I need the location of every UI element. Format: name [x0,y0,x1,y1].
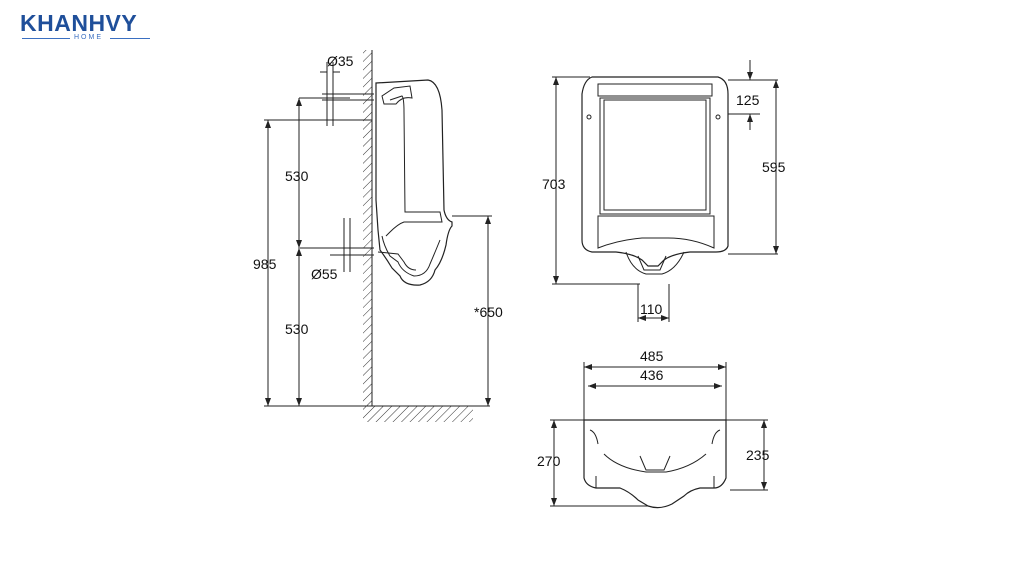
label-pipe-top: Ø35 [327,53,354,69]
front-view [552,60,778,322]
urinal-front-outline [581,76,729,267]
label-125: 125 [736,92,760,108]
label-985: 985 [253,256,277,272]
urinal-front-rim [597,83,713,97]
label-530-lower: 530 [285,321,309,337]
side-view [264,50,492,422]
label-595: 595 [762,159,786,175]
label-485: 485 [640,348,664,364]
urinal-front-outlet [637,255,667,271]
urinal-top-corner-left [589,429,599,445]
urinal-side-top-rim [381,85,413,105]
logo-line-left [22,38,70,39]
floor-hatch [363,406,473,422]
urinal-top-corner-right [711,429,721,445]
label-pipe-bottom: Ø55 [311,266,338,282]
urinal-top-bowl [603,453,707,473]
label-270: 270 [537,453,561,469]
top-arrows [551,364,767,506]
wall-hatch [363,50,372,406]
urinal-front-panel [599,97,711,215]
urinal-front-panel-inner [603,99,707,211]
label-235: 235 [746,447,770,463]
label-650: *650 [474,304,503,320]
urinal-side-inner [385,95,443,237]
brand-sub: HOME [74,34,103,41]
urinal-front-trap [625,251,685,275]
logo-line-right [110,38,150,39]
urinal-side-trap [381,235,441,277]
urinal-side-outline [375,79,453,286]
brand-logo: KHANHVY HOME [20,10,160,44]
mount-hole-right [715,114,721,120]
brand-name: KHANHVY [20,10,138,36]
side-arrows [265,98,491,406]
front-arrows [553,72,779,321]
top-view [550,362,768,509]
label-436: 436 [640,367,664,383]
urinal-top-outline [583,419,727,509]
urinal-top-outlet [639,455,671,471]
urinal-front-basin [597,215,715,249]
mount-hole-left [586,114,592,120]
label-703: 703 [542,176,566,192]
urinal-side-outlet [377,251,417,271]
label-530-upper: 530 [285,168,309,184]
label-110: 110 [640,301,663,317]
urinal-top-feet [595,476,715,488]
